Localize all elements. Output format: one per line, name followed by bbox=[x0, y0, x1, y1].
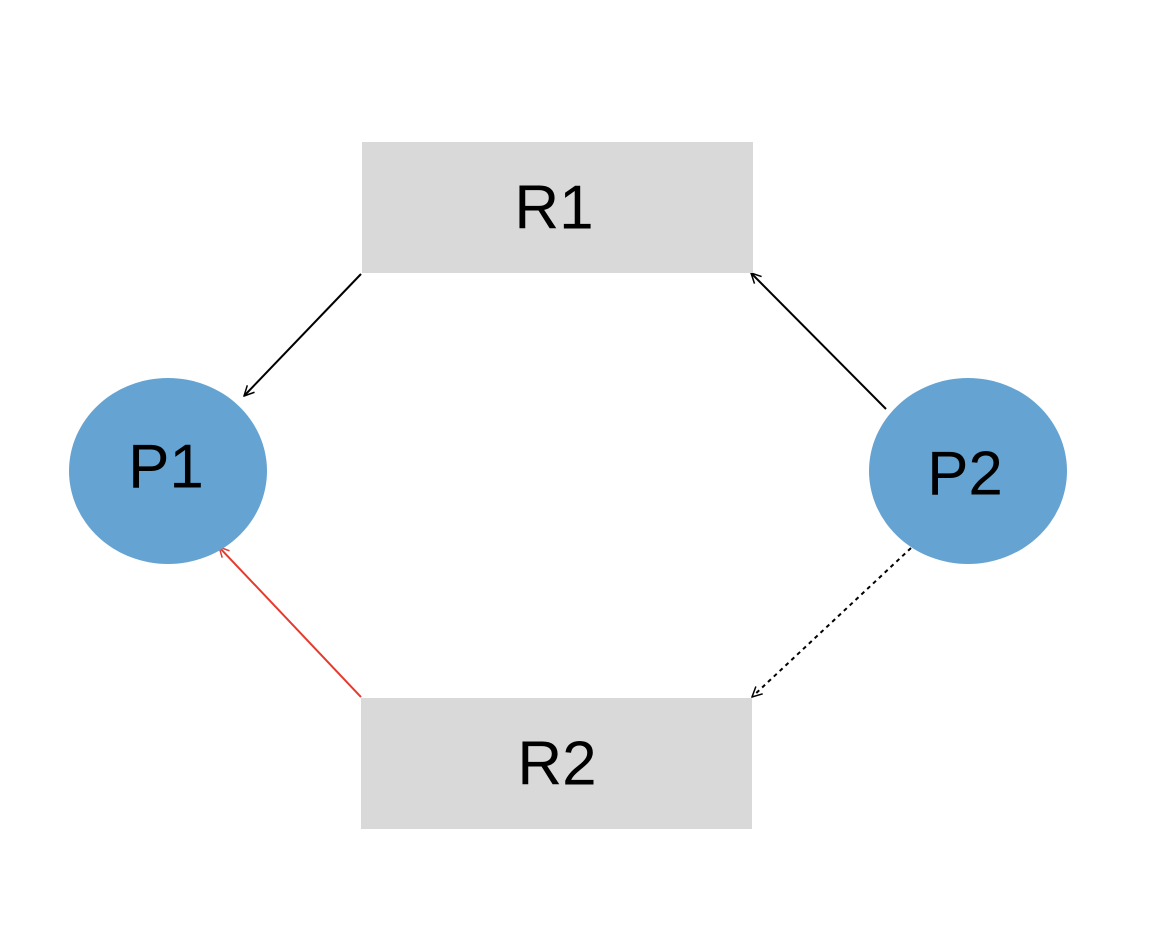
process-label-p1: P1 bbox=[128, 433, 204, 502]
resource-box-r1 bbox=[362, 142, 753, 273]
process-node-p1[interactable]: P1 bbox=[69, 378, 267, 564]
edge-p2-to-r2 bbox=[752, 547, 912, 697]
process-node-p2[interactable]: P2 bbox=[869, 378, 1067, 564]
resource-box-r2 bbox=[361, 698, 752, 829]
resource-node-r2[interactable]: R2 bbox=[361, 698, 752, 829]
process-label-p2: P2 bbox=[927, 440, 1003, 509]
process-circle-p1 bbox=[69, 378, 267, 564]
edge-p2-to-r1 bbox=[751, 273, 887, 410]
resource-node-r1[interactable]: R1 bbox=[362, 142, 753, 273]
resource-label-r2: R2 bbox=[517, 730, 596, 799]
edge-r1-to-p1 bbox=[244, 273, 362, 396]
process-circle-p2 bbox=[869, 378, 1067, 564]
edge-r2-to-p1 bbox=[219, 547, 362, 698]
resource-label-r1: R1 bbox=[514, 174, 593, 243]
